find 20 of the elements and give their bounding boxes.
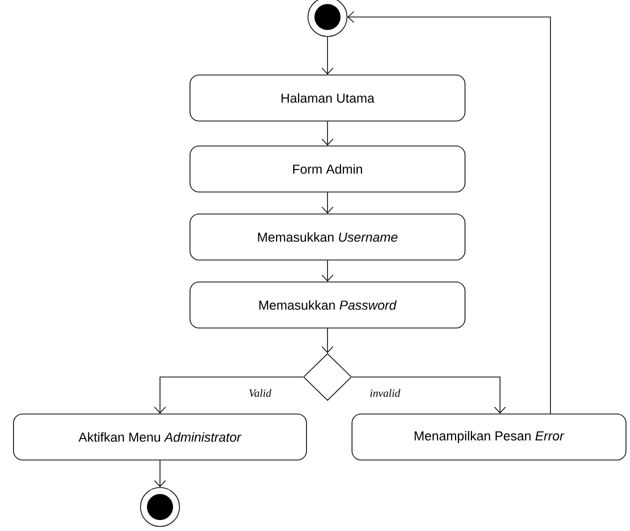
arrow xyxy=(154,376,304,414)
bullseye-symbol xyxy=(140,487,180,527)
arrow xyxy=(154,460,166,488)
activity-box: Halaman Utama xyxy=(190,74,466,122)
activity-box: Memasukkan Username xyxy=(190,214,466,260)
activity-box: Menampilkan Pesan Error xyxy=(352,414,626,460)
arrow xyxy=(322,36,334,75)
arrow xyxy=(322,328,334,354)
arrow xyxy=(322,192,334,214)
edge-label: invalid xyxy=(368,388,402,398)
arrow xyxy=(352,376,506,414)
arrow xyxy=(322,121,334,146)
activity-box: Form Admin xyxy=(190,146,466,192)
bullseye-symbol xyxy=(308,0,348,37)
arrow xyxy=(322,260,334,282)
arrow xyxy=(347,11,551,414)
activity-box: Memasukkan Password xyxy=(190,282,466,328)
activity-box: Aktifkan Menu Administrator xyxy=(13,414,307,460)
edge-label: Valid xyxy=(248,388,272,398)
decision-diamond xyxy=(303,353,352,401)
